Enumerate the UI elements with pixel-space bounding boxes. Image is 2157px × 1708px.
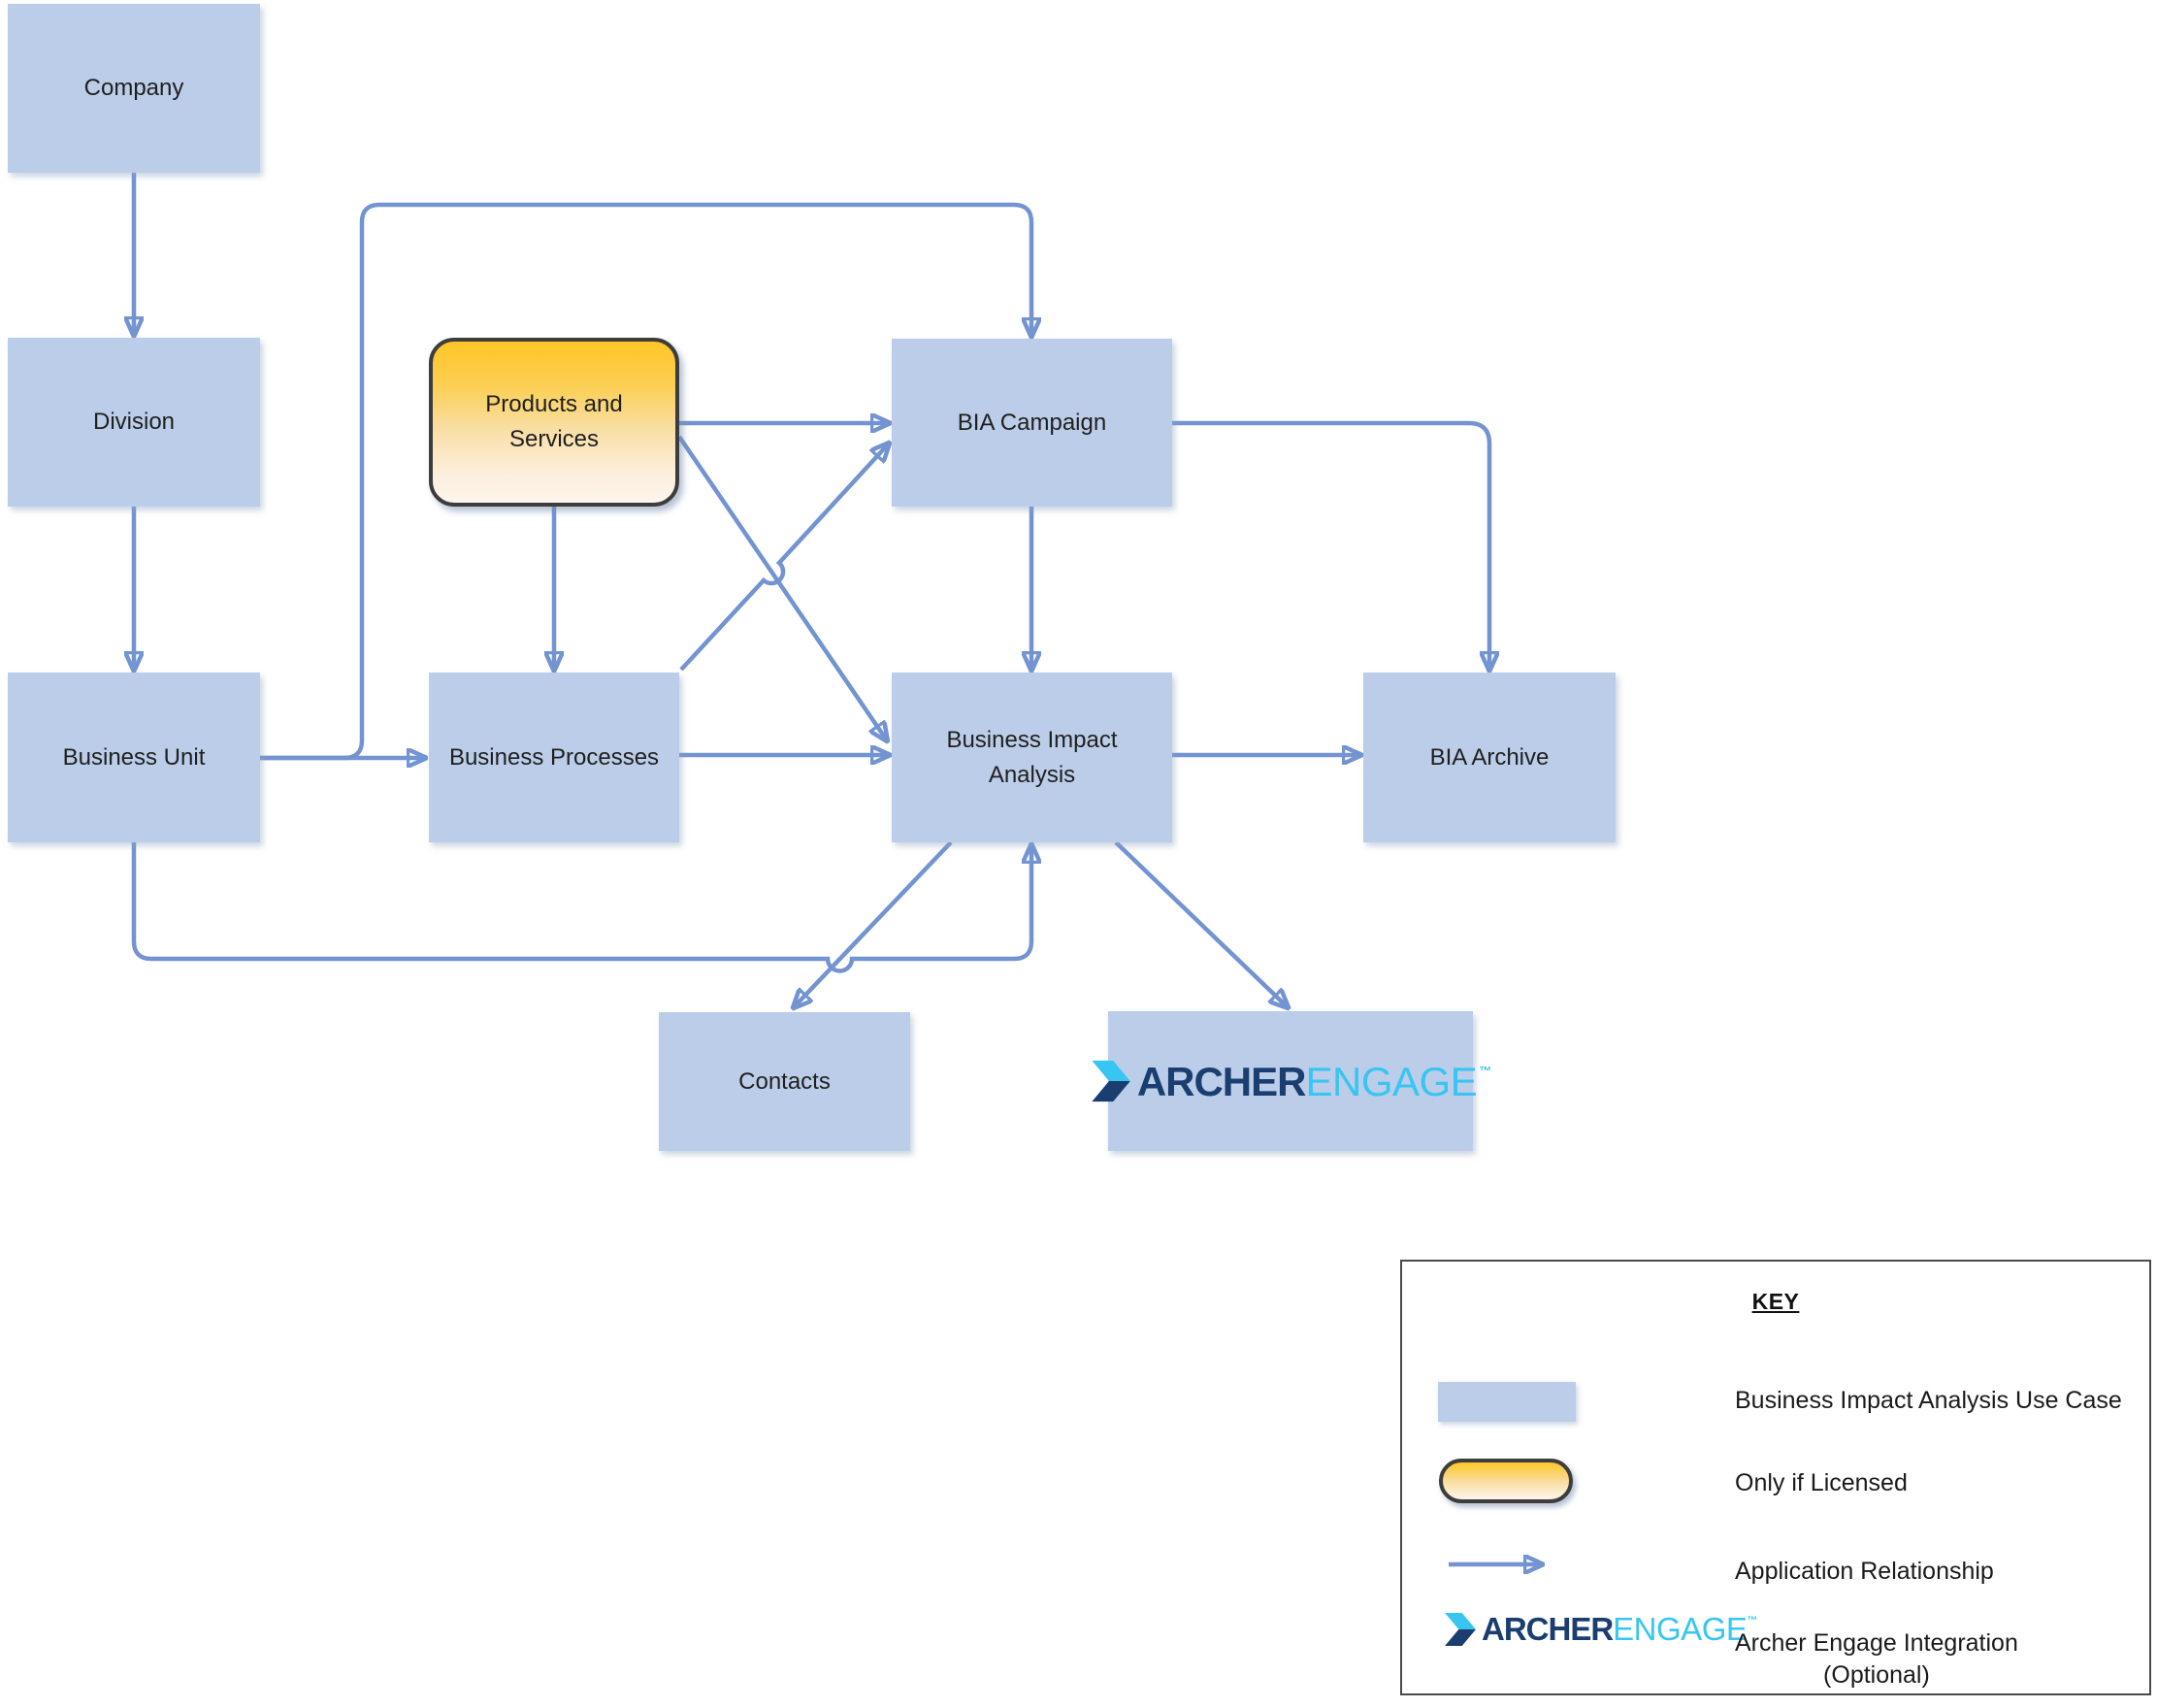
node-archer-engage: ARCHER ENGAGE ™ <box>1092 1011 1491 1151</box>
node-division: Division <box>8 338 260 507</box>
key-archer-integration-line2: (Optional) <box>1823 1660 1930 1689</box>
edge-business-unit-business-impact-analysis <box>131 842 1031 973</box>
archer-wordmark: ARCHER <box>1482 1611 1614 1647</box>
engage-wordmark: ENGAGE <box>1305 1058 1478 1104</box>
key-legend: KEY Business Impact Analysis Use Case On… <box>1400 1260 2151 1695</box>
node-business-unit-label: Business Unit <box>62 743 206 771</box>
key-archer-engage-logo: ARCHER ENGAGE ™ <box>1443 1611 1757 1648</box>
key-use-case-swatch <box>1438 1382 1576 1422</box>
node-business-processes-label: Business Processes <box>448 743 660 771</box>
node-business-processes: Business Processes <box>429 673 679 842</box>
key-licensed-label: Only if Licensed <box>1735 1469 1908 1496</box>
node-bia-campaign-label: BIA Campaign <box>957 409 1107 436</box>
edge-business-impact-analysis-archer-engage <box>1114 840 1288 1007</box>
archer-chevron-icon <box>1443 1612 1476 1648</box>
edge-products-services-business-impact-analysis <box>677 435 887 740</box>
node-company: Company <box>8 4 260 173</box>
archer-wordmark: ARCHER <box>1136 1058 1307 1104</box>
key-relationship-label: Application Relationship <box>1735 1558 1994 1585</box>
edge-business-processes-bia-campaign <box>679 443 889 672</box>
key-archer-integration-label: Archer Engage Integration (Optional) <box>1735 1627 2018 1691</box>
node-bia-archive-label: BIA Archive <box>1429 743 1550 771</box>
key-archer-integration-line1: Archer Engage Integration <box>1735 1629 2018 1657</box>
key-licensed-swatch <box>1439 1459 1573 1503</box>
archer-chevron-icon <box>1090 1059 1130 1103</box>
engage-wordmark: ENGAGE <box>1613 1611 1748 1647</box>
node-business-unit: Business Unit <box>8 673 260 842</box>
edge-bia-campaign-bia-archive <box>1172 420 1489 670</box>
node-bia-archive: BIA Archive <box>1363 673 1616 842</box>
key-title: KEY <box>1751 1289 1800 1314</box>
archer-engage-logo: ARCHER ENGAGE ™ <box>1090 1051 1491 1112</box>
edge-business-impact-analysis-contacts <box>794 840 953 1007</box>
node-contacts: Contacts <box>659 1012 910 1151</box>
trademark-symbol: ™ <box>1479 1064 1492 1079</box>
key-use-case-label: Business Impact Analysis Use Case <box>1735 1387 2122 1414</box>
node-bia-campaign: BIA Campaign <box>892 339 1172 507</box>
key-arrow-icon <box>1449 1553 1563 1576</box>
node-business-impact-analysis-label: Business Impact Analysis <box>946 726 1118 788</box>
node-contacts-label: Contacts <box>738 1068 831 1095</box>
node-division-label: Division <box>92 409 176 435</box>
node-products-and-services: Products and Services <box>429 338 679 507</box>
edge-business-unit-bia-campaign <box>260 202 1031 761</box>
node-products-and-services-label: Products and Services <box>485 391 623 452</box>
node-business-impact-analysis: Business Impact Analysis <box>892 673 1172 842</box>
trademark-symbol: ™ <box>1747 1615 1758 1626</box>
node-company-label: Company <box>83 75 184 101</box>
